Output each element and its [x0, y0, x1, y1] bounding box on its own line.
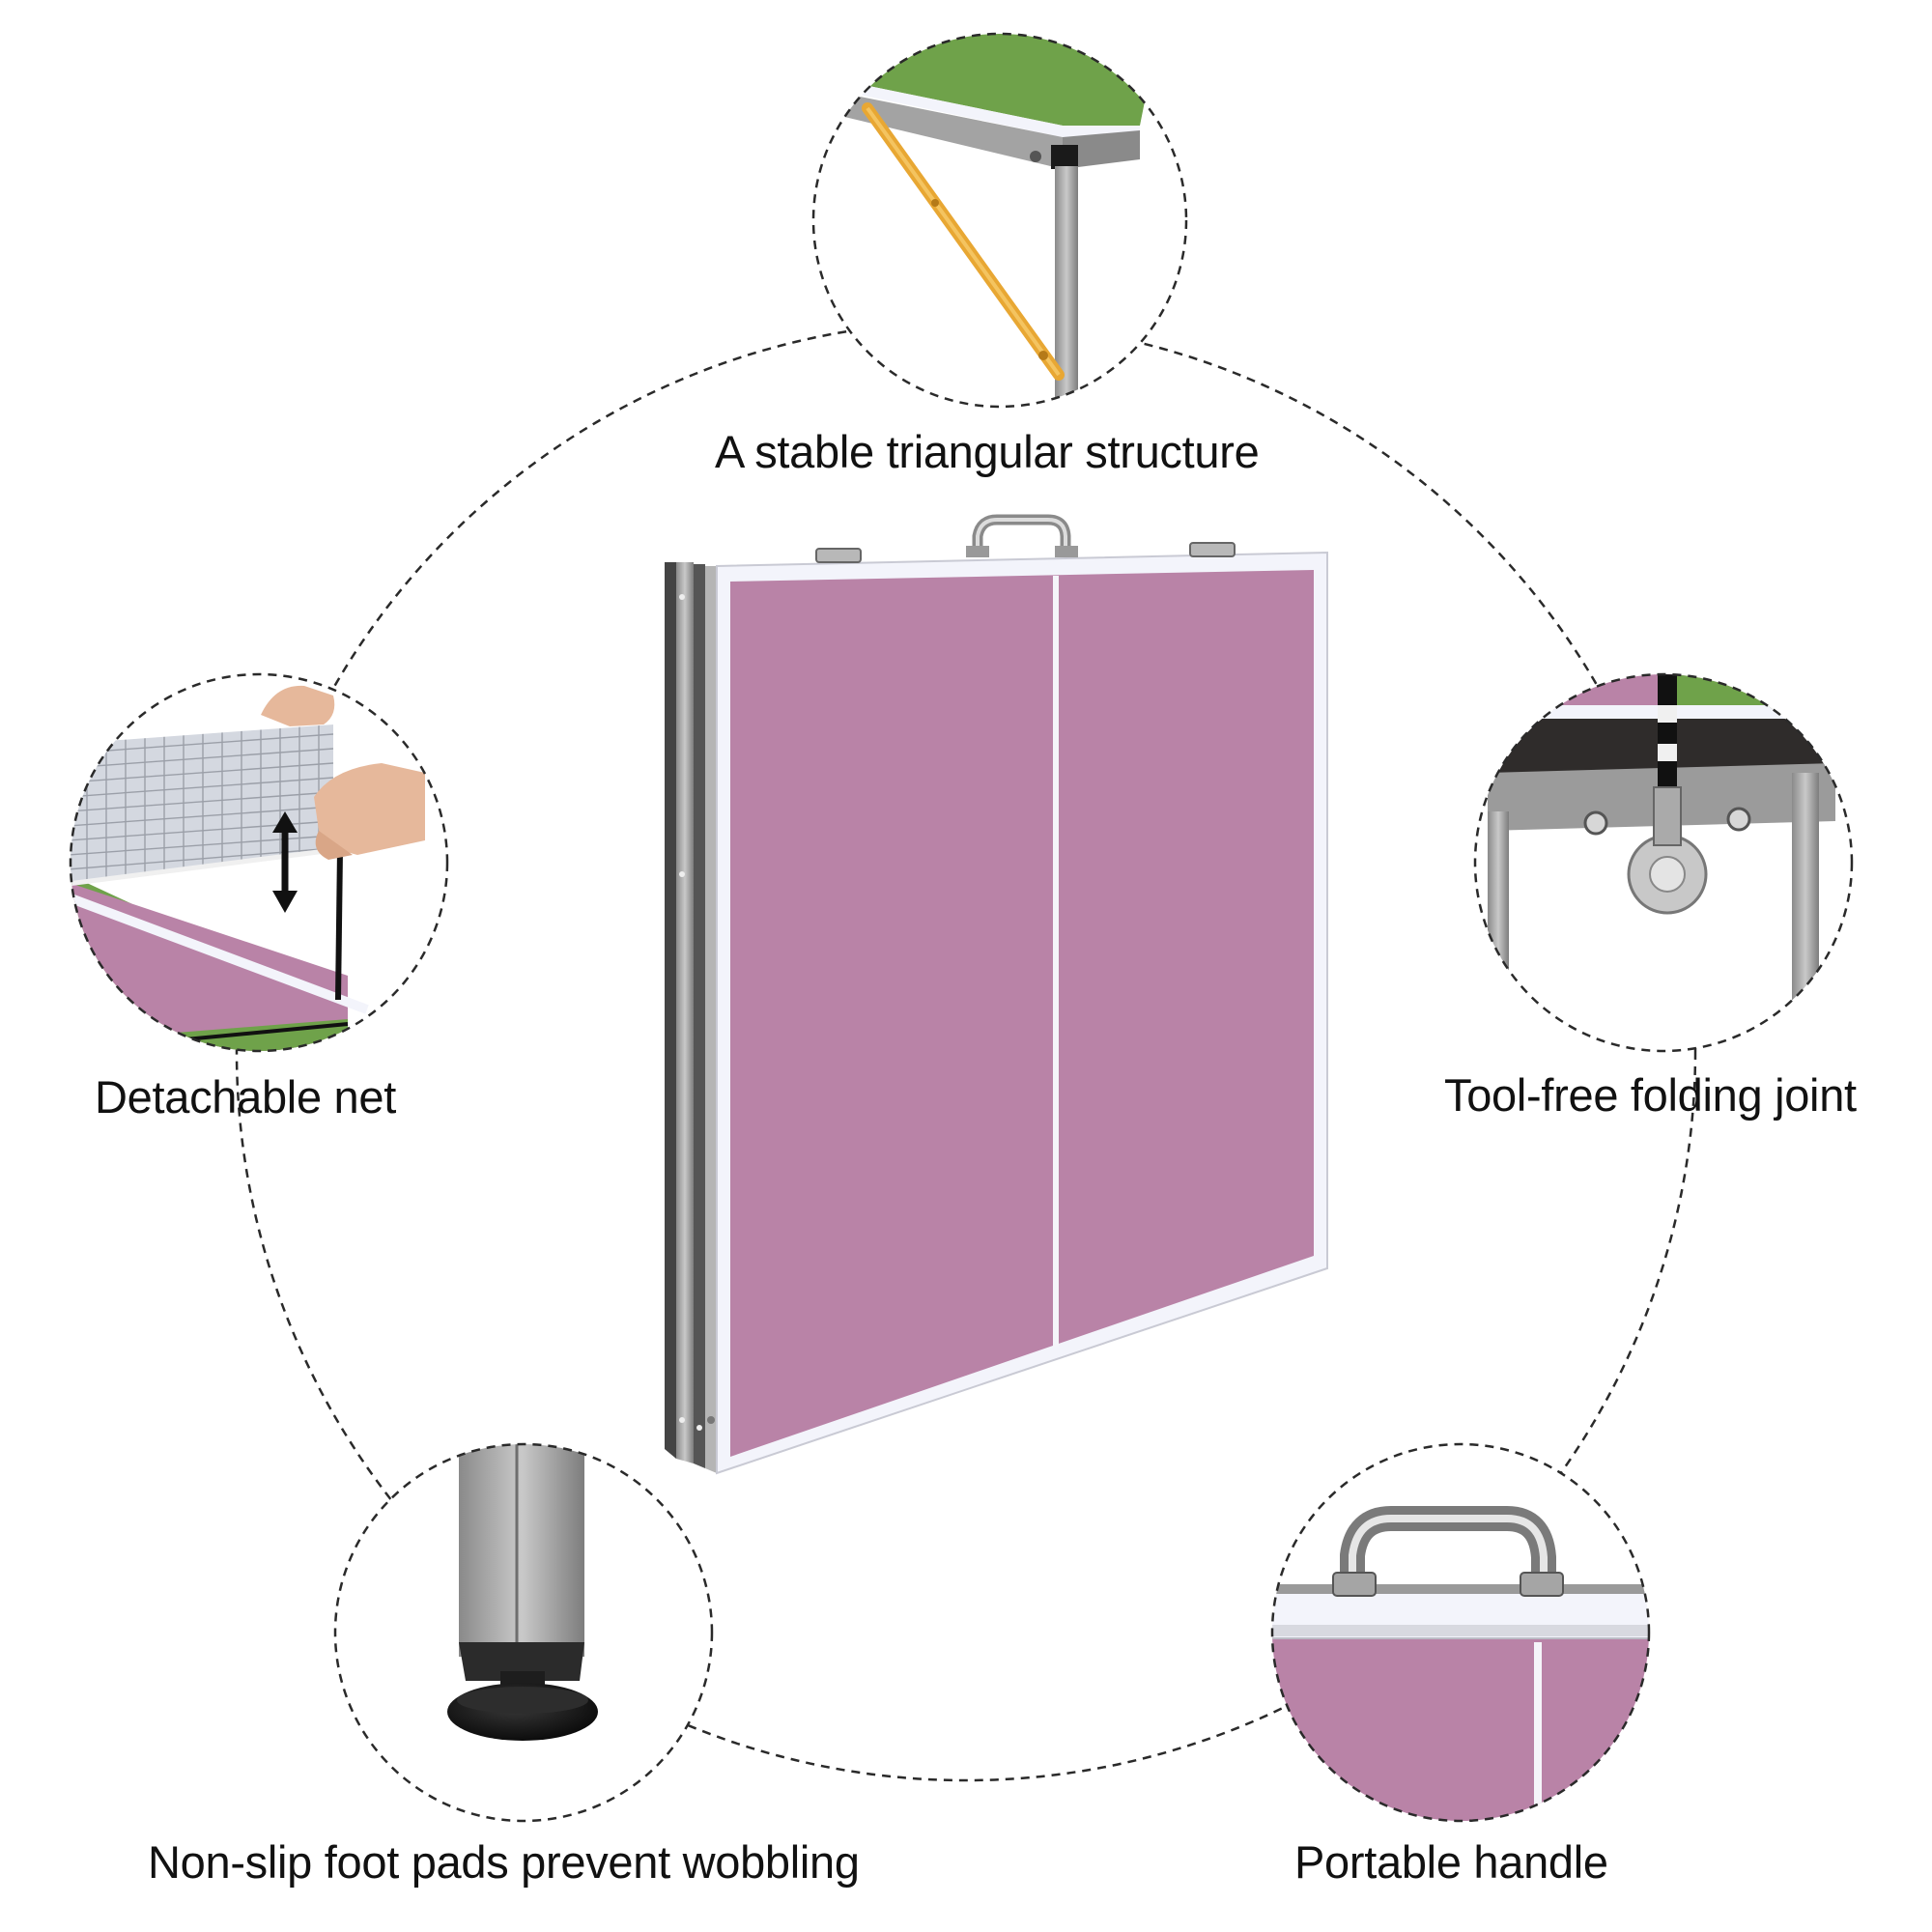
- label-detachable-net: Detachable net: [95, 1071, 396, 1122]
- label-folding-joint: Tool-free folding joint: [1444, 1069, 1857, 1121]
- folded-table: [665, 514, 1328, 1475]
- label-portable-handle: Portable handle: [1294, 1836, 1608, 1888]
- label-foot-pads: Non-slip foot pads prevent wobbling: [148, 1836, 860, 1888]
- bottom-left-detail-circle: [333, 1442, 714, 1823]
- top-detail-circle: [811, 32, 1188, 409]
- left-detail-circle: [69, 672, 449, 1053]
- right-detail-circle: [1473, 672, 1854, 1053]
- bottom-right-detail-circle: [1270, 1442, 1651, 1823]
- folding-joint-closeup: [1475, 674, 1852, 1051]
- label-triangular-structure: A stable triangular structure: [715, 426, 1260, 477]
- foot-pad-closeup: [447, 1444, 598, 1741]
